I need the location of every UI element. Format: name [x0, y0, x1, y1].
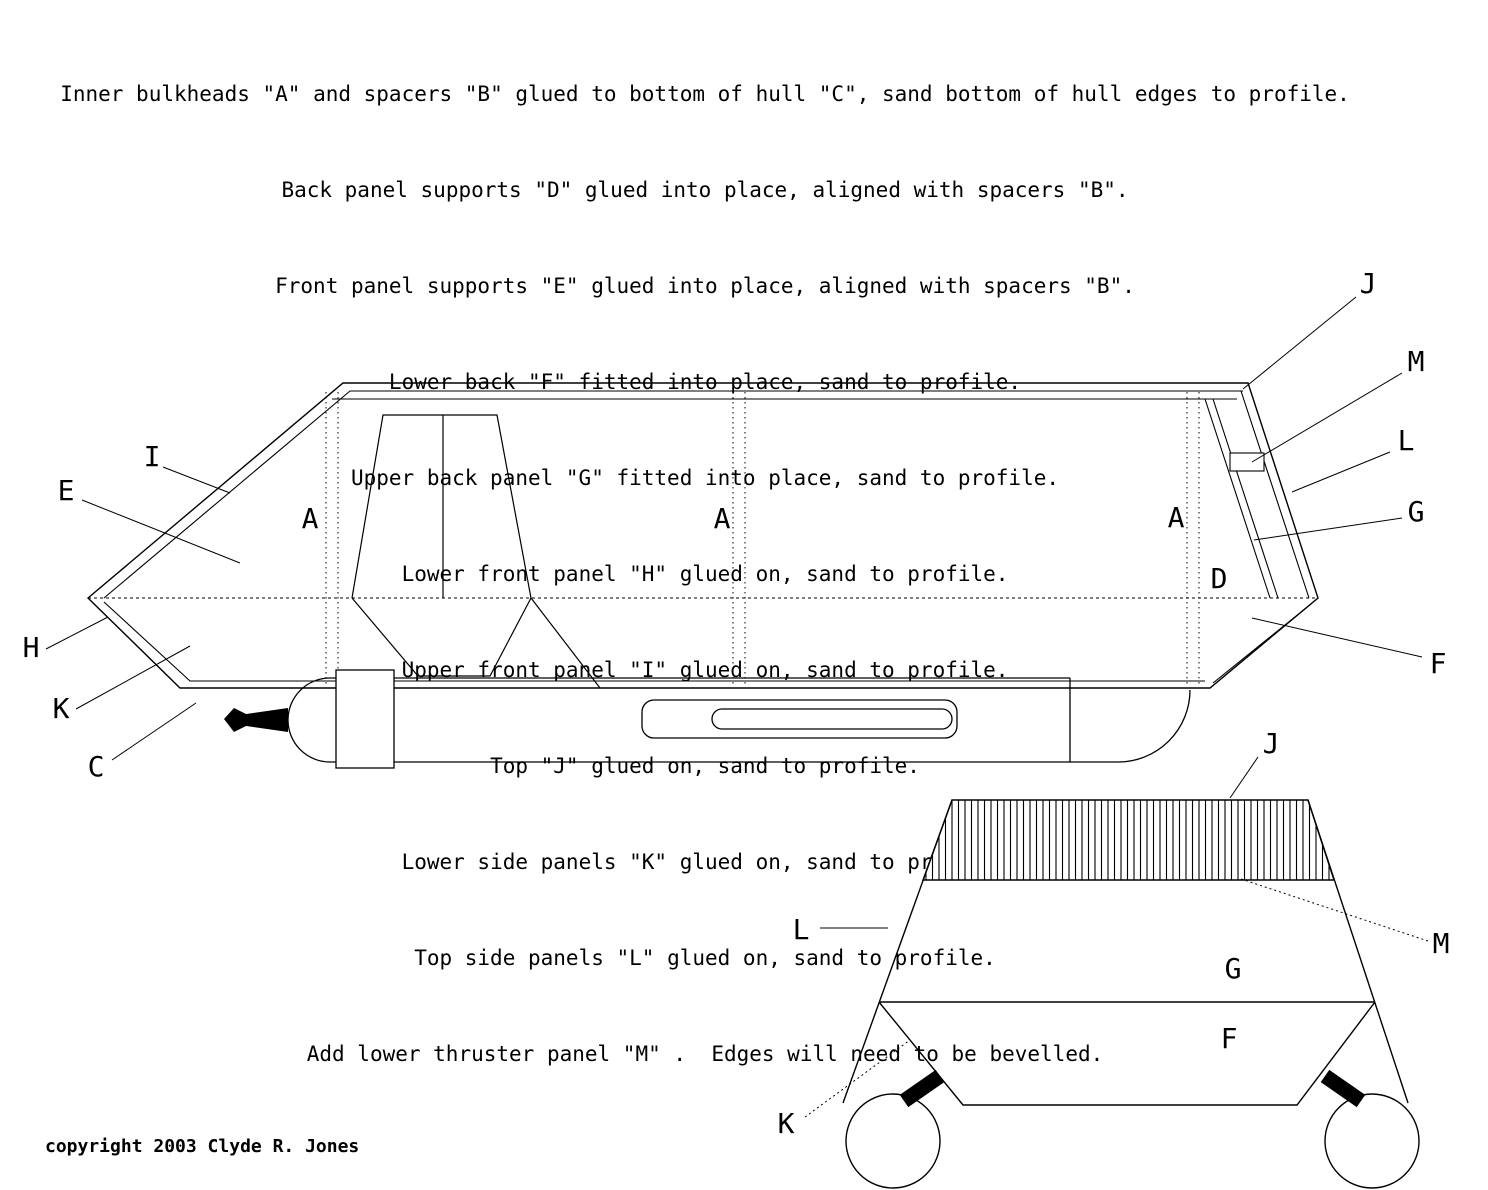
back-slant-inner-1	[1240, 390, 1310, 599]
label-A3: A	[1167, 501, 1185, 534]
leader-M	[1251, 372, 1403, 463]
leader-F	[1251, 617, 1423, 658]
leader-C	[111, 702, 197, 761]
leader-I	[162, 466, 231, 494]
back-tab	[1229, 452, 1265, 472]
instruction-line: Lower back "F" fitted into place, sand t…	[388, 370, 1022, 394]
leader-rear-M	[1237, 877, 1429, 942]
label-rear-J: J	[1262, 727, 1280, 760]
label-M: M	[1407, 345, 1425, 378]
copyright-text: copyright 2003 Clyde R. Jones	[45, 1136, 360, 1157]
top-panel-hatched	[922, 799, 1335, 881]
thruster-nozzle-icon	[224, 708, 288, 732]
front-slope-inner-line	[103, 390, 1243, 599]
instruction-line: Lower front panel "H" glued on, sand to …	[401, 562, 1009, 586]
instruction-line: Inner bulkheads "A" and spacers "B" glue…	[60, 82, 1350, 106]
label-D: D	[1210, 562, 1228, 595]
instruction-line: Top side panels "L" glued on, sand to pr…	[414, 946, 996, 970]
label-rear-L: L	[792, 913, 810, 946]
leader-rear-J	[1229, 756, 1259, 799]
bulkhead-lines	[325, 392, 1200, 687]
rear-view-diagram	[804, 756, 1429, 1189]
label-A1: A	[301, 502, 319, 535]
label-F: F	[1429, 647, 1447, 680]
label-E: E	[57, 474, 75, 507]
leader-G	[1253, 517, 1403, 541]
label-A2: A	[713, 502, 731, 535]
label-rear-M: M	[1432, 927, 1450, 960]
rear-view-leader-lines	[804, 756, 1429, 1118]
cockpit-pod	[351, 414, 601, 689]
leader-rear-K	[804, 1039, 911, 1118]
engine-pod-slot-inner	[711, 708, 953, 730]
instruction-line: Front panel supports "E" glued into plac…	[275, 274, 1135, 298]
instruction-line: Top "J" glued on, sand to profile.	[490, 754, 920, 778]
back-lower-inner-line	[1212, 603, 1312, 684]
leader-E	[81, 499, 241, 564]
label-G: G	[1407, 495, 1425, 528]
label-rear-K: K	[777, 1107, 795, 1140]
instruction-line: Back panel supports "D" glued into place…	[281, 178, 1129, 202]
leader-H	[45, 616, 109, 650]
label-I: I	[143, 440, 161, 473]
leader-L	[1291, 451, 1391, 493]
engine-pod	[224, 669, 1191, 769]
label-J: J	[1359, 267, 1377, 300]
back-slant-inner-2	[1204, 398, 1271, 599]
label-L: L	[1397, 424, 1415, 457]
leader-K	[75, 645, 191, 710]
side-view-leader-lines	[45, 296, 1423, 761]
hull-outline	[86, 382, 1319, 689]
rear-lower-bevel	[878, 1001, 1376, 1106]
label-H: H	[22, 631, 40, 664]
back-slant-inner-3	[1212, 398, 1279, 599]
left-thruster-circle	[845, 1093, 941, 1189]
nose-bottom-inner-line	[103, 601, 1205, 682]
right-thruster-circle	[1324, 1093, 1420, 1189]
left-pylon	[899, 1069, 945, 1108]
instruction-line: Add lower thruster panel "M" . Edges wil…	[306, 1042, 1104, 1066]
side-view-diagram	[45, 296, 1423, 769]
right-pylon	[1320, 1069, 1366, 1108]
engine-pod-band	[335, 669, 395, 769]
label-rear-G: G	[1224, 952, 1242, 985]
assembly-instructions: Inner bulkheads "A" and spacers "B" glue…	[0, 14, 1410, 1134]
instruction-line: Upper back panel "G" fitted into place, …	[350, 466, 1059, 490]
label-rear-F: F	[1220, 1022, 1238, 1055]
leader-J	[1242, 296, 1357, 390]
rear-left-edge	[842, 799, 953, 1104]
label-C: C	[87, 750, 105, 783]
rear-right-edge	[1307, 799, 1409, 1104]
label-K: K	[52, 692, 70, 725]
